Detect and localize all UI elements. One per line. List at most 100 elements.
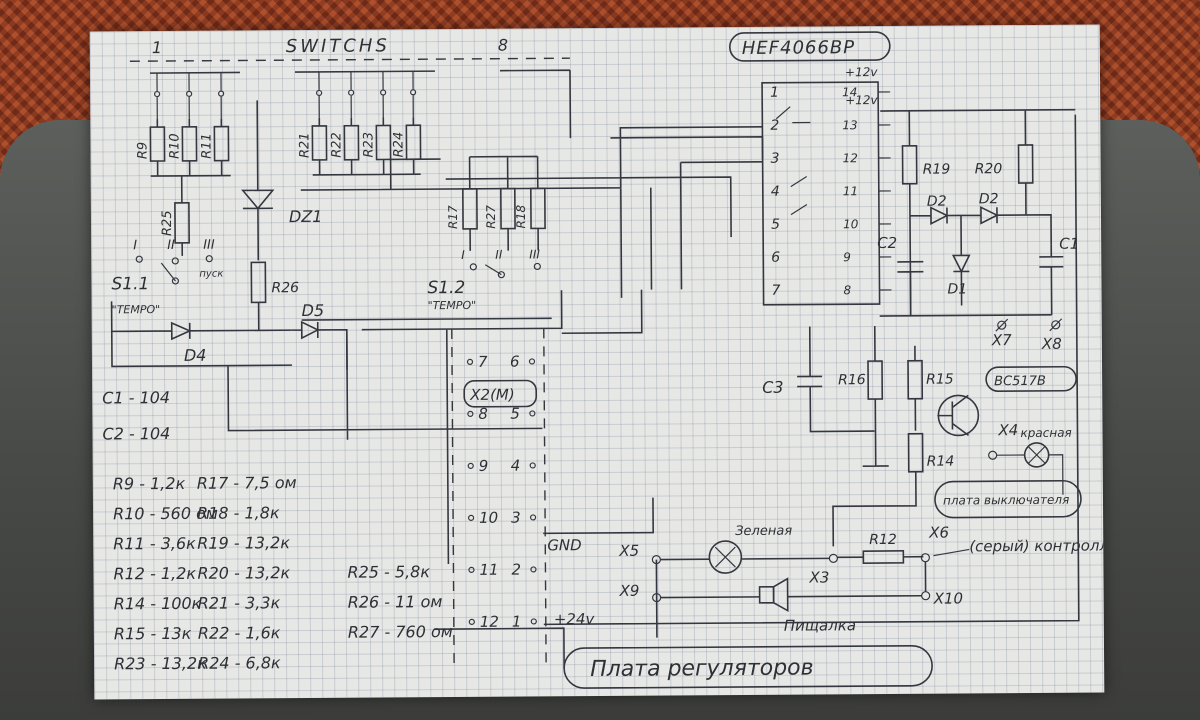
top-switch-bank	[149, 69, 572, 139]
svg-text:X3: X3	[808, 568, 829, 586]
svg-text:X8: X8	[1041, 335, 1062, 353]
value-entry: R14 - 100к	[114, 594, 202, 614]
svg-text:II: II	[495, 248, 503, 262]
resistor-r9: R9	[135, 73, 166, 177]
switch-s1-2: I II III S1.2 "TEMPO"	[427, 247, 541, 312]
chip-pin-left-5: 5	[771, 217, 780, 233]
resistor-r14: R14	[832, 432, 954, 547]
board-switch-bubble	[934, 479, 1082, 519]
connector-pin-1: 1	[512, 613, 522, 631]
chip-pin-right-10: 10	[843, 217, 859, 231]
value-entry: R10 - 560 ом	[113, 504, 218, 524]
connector-pin-2: 2	[511, 561, 521, 579]
schematic-drawing: 1 SWITCHS 8 HEF4066BP +12v +12v 12345671…	[102, 31, 1104, 689]
svg-text:R17: R17	[446, 205, 460, 229]
lamp-green-label: Зеленая	[735, 524, 792, 539]
svg-text:R23: R23	[361, 132, 376, 158]
svg-text:R26: R26	[271, 280, 299, 296]
value-entry: R22 - 1,6к	[198, 623, 281, 643]
diode-d1: D1	[947, 215, 971, 306]
svg-text:III: III	[529, 247, 540, 261]
connector-pin-12: 12	[480, 613, 499, 631]
svg-text:D5: D5	[302, 301, 325, 320]
chip-label-bubble	[729, 31, 891, 62]
resistor-r20: R20	[975, 144, 1034, 184]
cap-value-c2: C2 - 104	[102, 424, 170, 443]
connector-x2-name: X2(M)	[469, 386, 515, 404]
chip-name: HEF4066BP	[742, 37, 855, 59]
svg-text:X10: X10	[933, 589, 963, 607]
svg-text:R16: R16	[838, 372, 866, 388]
value-entry: R17 - 7,5 ом	[197, 473, 297, 493]
value-entry: R25 - 5,8к	[347, 562, 430, 582]
terminal-x6: X6	[920, 524, 949, 563]
value-entry: R15 - 13к	[114, 624, 192, 644]
controller-label: (серый) контроллер	[969, 536, 1104, 555]
chip-pin-left-3: 3	[771, 151, 780, 167]
svg-text:R20: R20	[975, 161, 1003, 177]
chip-pin-left-4: 4	[771, 184, 780, 200]
lamp-green-icon	[708, 540, 743, 574]
svg-text:R15: R15	[926, 372, 954, 388]
connector-pin-9: 9	[479, 457, 489, 475]
svg-text:S1.1: S1.1	[111, 274, 149, 294]
resistor-r12: R12	[837, 532, 924, 564]
svg-text:X4: X4	[997, 421, 1018, 439]
resistor-r22: R22	[329, 71, 360, 175]
connector-pin-5: 5	[510, 405, 520, 423]
terminal-x8: X8	[1041, 318, 1063, 353]
switch-header-title: SWITCHS	[286, 35, 390, 57]
connector-x2-outline	[451, 328, 547, 670]
svg-text:D2: D2	[979, 191, 999, 207]
chip-pin-left-1: 1	[770, 85, 779, 101]
resistor-r15: R15	[907, 345, 954, 431]
value-entry: R20 - 13,2к	[197, 563, 290, 583]
resistor-r26: R26	[250, 261, 299, 331]
chip-vcc-label-13: +12v	[845, 93, 878, 107]
svg-text:R24: R24	[391, 132, 406, 158]
svg-text:II: II	[167, 238, 175, 253]
resistor-r25: R25	[160, 175, 190, 256]
chip-pin-right-14: 14	[842, 85, 857, 99]
svg-text:BC517B: BC517B	[994, 374, 1046, 389]
terminal-x7: X7	[991, 318, 1012, 349]
value-entry: R23 - 13,2к	[114, 654, 207, 674]
switch-number-last: 8	[498, 36, 508, 55]
svg-text:R10: R10	[167, 133, 182, 159]
svg-text:R21: R21	[297, 132, 312, 158]
chip-pin-right-12: 12	[843, 151, 858, 165]
svg-text:X7: X7	[991, 331, 1012, 349]
lamp-red-label: красная	[1020, 426, 1071, 440]
connector-pin-4: 4	[511, 457, 521, 475]
lamp-red-icon	[996, 442, 1064, 495]
board-switch-label: плата выключателя	[943, 493, 1069, 508]
resistor-r21: R21	[297, 71, 328, 175]
diode-d2-left: D2	[909, 194, 961, 225]
svg-text:X9: X9	[619, 582, 640, 600]
connector-pin-10: 10	[479, 509, 498, 527]
connector-x2-label-box	[463, 379, 538, 408]
svg-text:R27: R27	[484, 205, 498, 229]
svg-text:I: I	[133, 238, 137, 253]
resistor-r19: R19	[901, 144, 951, 185]
svg-text:X5: X5	[618, 542, 639, 560]
terminal-x10: X10	[921, 589, 963, 608]
capacitor-c2: C2	[877, 234, 924, 316]
svg-text:R19: R19	[923, 162, 951, 178]
svg-text:X6: X6	[928, 524, 949, 542]
buzzer-icon	[660, 577, 922, 613]
svg-text:C3: C3	[762, 378, 783, 397]
resistor-r27: R27	[484, 187, 516, 230]
svg-text:D2: D2	[927, 194, 947, 210]
svg-text:R18: R18	[514, 205, 528, 229]
chip-body	[761, 81, 881, 306]
chip-pin-right-11: 11	[843, 184, 858, 198]
terminal-x4: X4	[988, 421, 1018, 460]
svg-text:C1: C1	[1059, 235, 1079, 253]
terminal-x5: X5	[618, 542, 830, 565]
chip-pin-left-6: 6	[771, 250, 780, 266]
svg-text:R11: R11	[199, 133, 214, 159]
connector-pin-3: 3	[511, 509, 521, 527]
